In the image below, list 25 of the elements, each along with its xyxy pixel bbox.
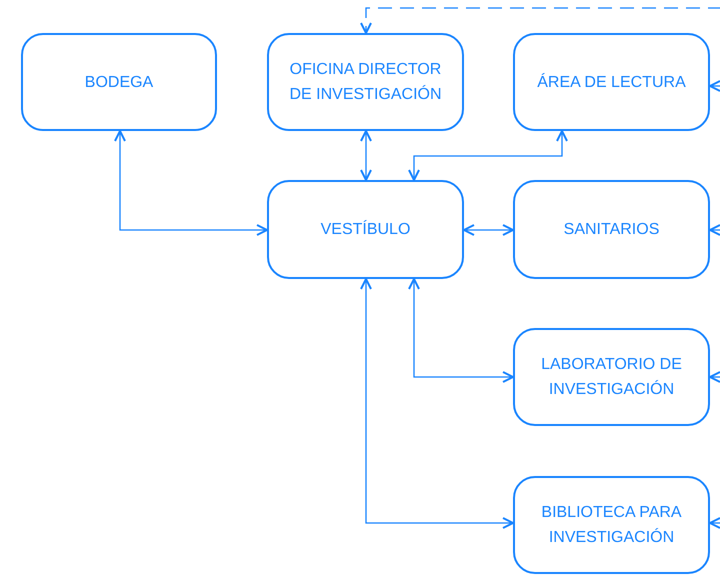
connector-arrow bbox=[408, 278, 514, 383]
room-label: VESTÍBULO bbox=[320, 219, 410, 240]
room-box bbox=[513, 476, 710, 574]
room-label: BODEGA bbox=[84, 72, 154, 92]
room-box bbox=[513, 180, 710, 279]
connector-arrow bbox=[360, 130, 372, 181]
room-box bbox=[513, 328, 710, 426]
room-label: SANITARIOS bbox=[564, 220, 660, 240]
connector-arrow bbox=[709, 80, 720, 92]
room-box bbox=[267, 33, 464, 131]
connector-arrow bbox=[360, 7, 720, 34]
room-box bbox=[267, 180, 464, 279]
connector-arrow bbox=[114, 130, 268, 236]
room-label: BIBLIOTECA PARA INVESTIGACIÓN bbox=[540, 503, 683, 548]
room-label: LABORATORIO DE INVESTIGACIÓN bbox=[540, 355, 683, 400]
room-box bbox=[21, 33, 217, 131]
room-box bbox=[513, 33, 710, 131]
room-label: OFICINA DIRECTOR DE INVESTIGACIÓN bbox=[288, 60, 443, 105]
connector-arrow bbox=[463, 224, 514, 236]
connector-arrow bbox=[709, 224, 720, 236]
connector-arrow bbox=[408, 130, 568, 181]
room-label: ÁREA DE LECTURA bbox=[537, 72, 686, 92]
connector-arrow bbox=[709, 517, 720, 529]
connector-arrow bbox=[360, 278, 514, 529]
connector-arrow bbox=[709, 371, 720, 383]
